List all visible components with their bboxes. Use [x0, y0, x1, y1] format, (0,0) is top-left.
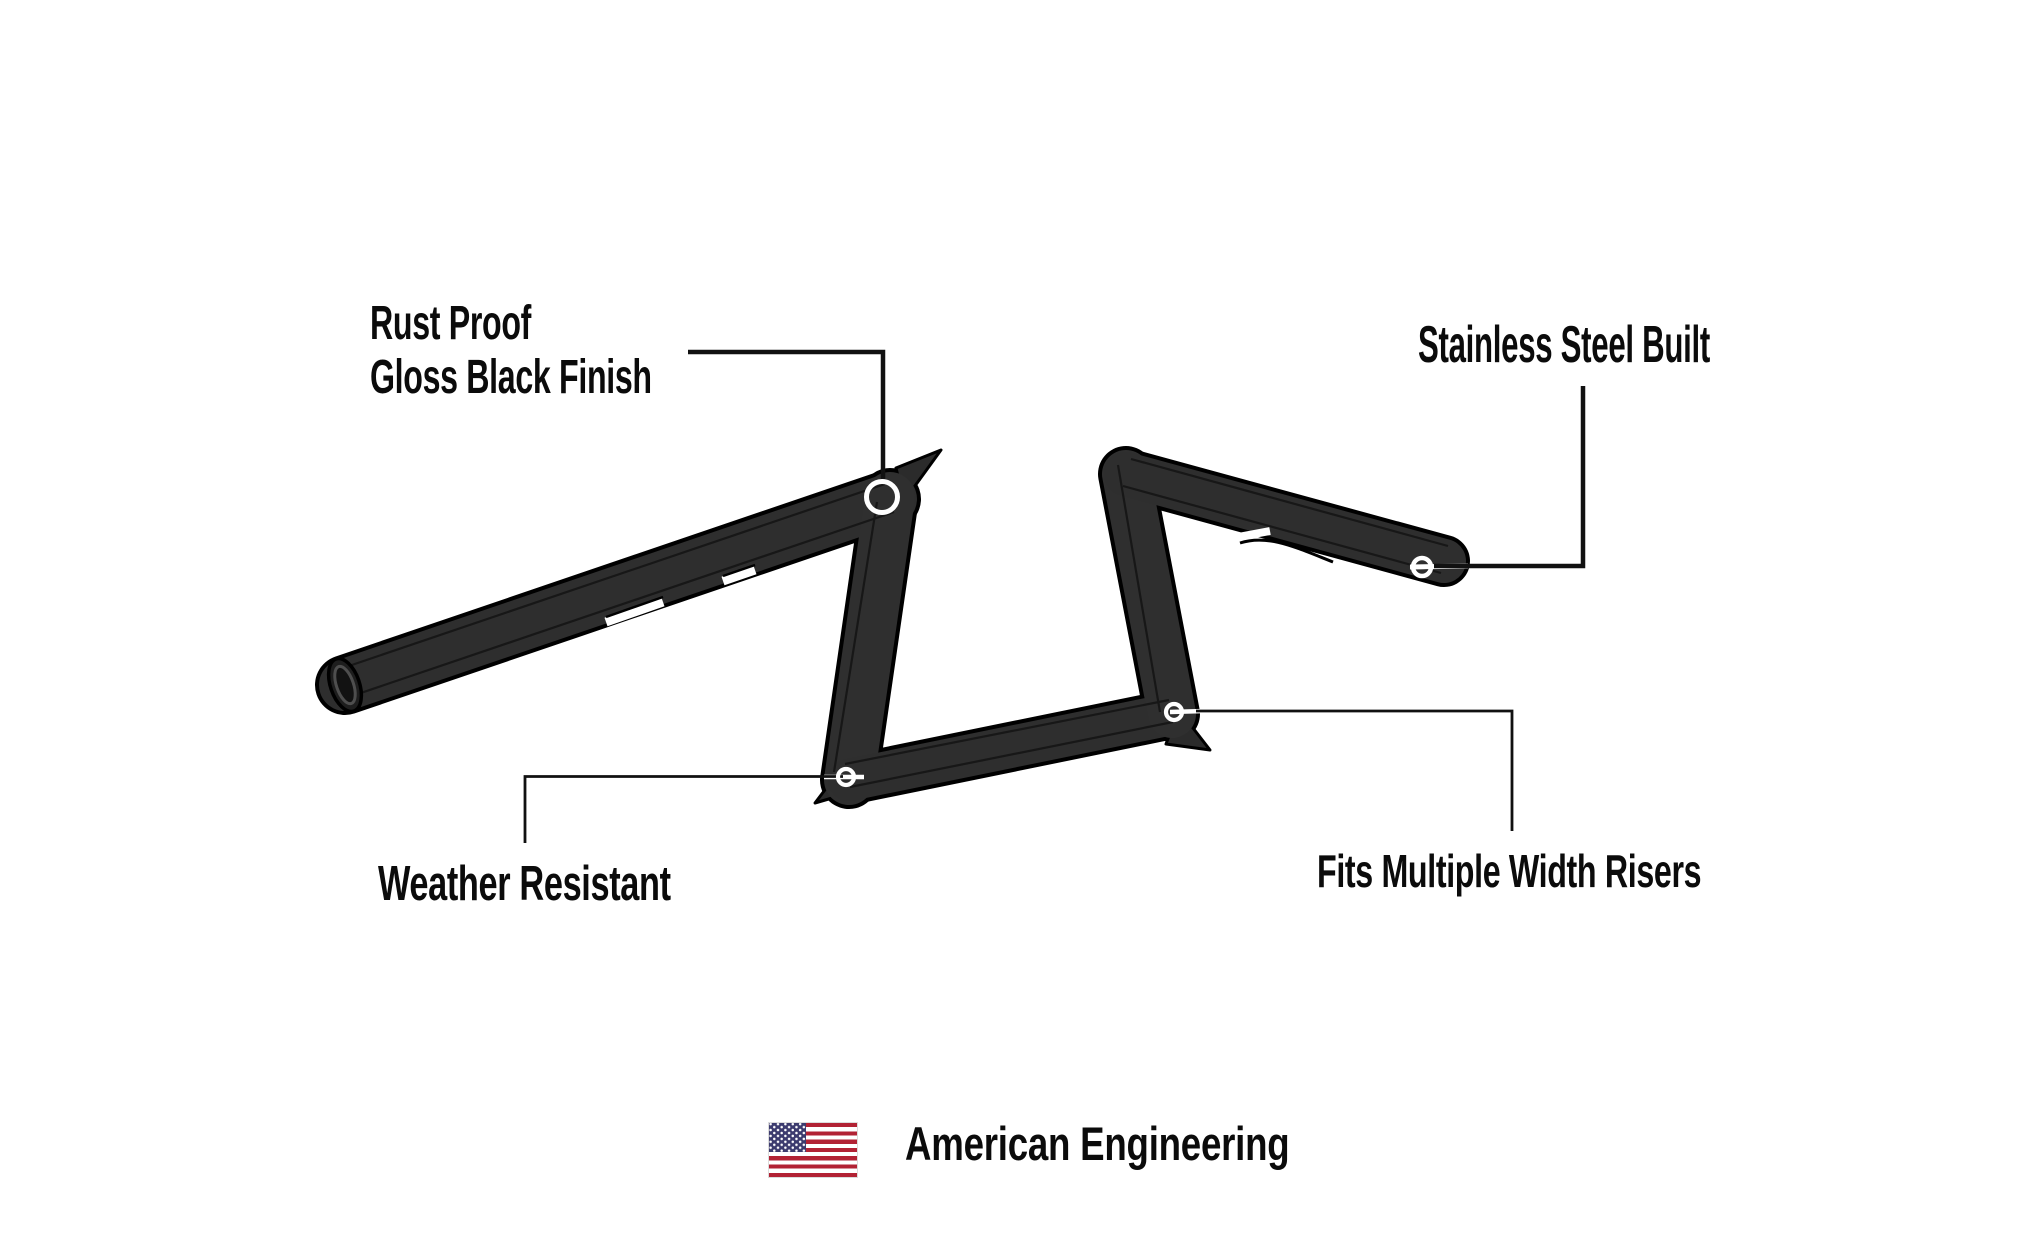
crease [832, 501, 879, 773]
callout-label-line: Gloss Black Finish [370, 351, 652, 404]
callout-label-stainless-steel: Stainless Steel Built [1418, 316, 1710, 374]
callout-line-fits [1196, 709, 1514, 831]
crease [1122, 484, 1442, 575]
notch-line [1239, 538, 1334, 564]
right-riser-face [1102, 450, 1196, 738]
footer-label-american-engineering: American Engineering [905, 1117, 1290, 1170]
notch-line [722, 563, 756, 578]
notch-cut [1237, 527, 1271, 541]
right-grip-tube-face [1104, 452, 1466, 583]
cross-bar-face [828, 693, 1193, 801]
callout-line-weather [523, 775, 843, 843]
tube-opening-inner [333, 664, 357, 706]
marker-ring-fits [1163, 701, 1185, 723]
marker-rings [835, 479, 1434, 788]
marker-ring-stainless [1410, 555, 1434, 579]
handlebar-faces [319, 450, 1466, 805]
callout-lines [523, 349, 1586, 843]
callout-label-rust-proof: Rust Proof Gloss Black Finish [370, 297, 652, 405]
callout-label-fits-risers: Fits Multiple Width Risers [1317, 845, 1702, 897]
crease [849, 720, 1174, 789]
crease [844, 698, 1170, 766]
crease [348, 510, 895, 699]
left-grip-tube-face [319, 473, 917, 711]
notch-cut [721, 565, 757, 586]
us-flag-icon [769, 1123, 857, 1177]
callout-label-weather-resistant: Weather Resistant [378, 857, 671, 911]
marker-ring-rust [864, 479, 900, 515]
bevel-creases [339, 457, 1449, 789]
crease [339, 482, 886, 671]
tube-opening [326, 656, 364, 714]
callout-line-rust [688, 349, 886, 479]
left-riser-face [824, 472, 915, 805]
crease [1116, 464, 1162, 713]
notch-cut [604, 597, 665, 627]
notch-line [605, 595, 664, 619]
callout-line-stainless [1434, 386, 1586, 569]
us-flag-canton [769, 1123, 806, 1152]
knurl-notches [604, 527, 1334, 627]
marker-ring-weather [835, 766, 857, 788]
crease [1130, 457, 1449, 548]
callout-label-line: Rust Proof [370, 297, 532, 350]
